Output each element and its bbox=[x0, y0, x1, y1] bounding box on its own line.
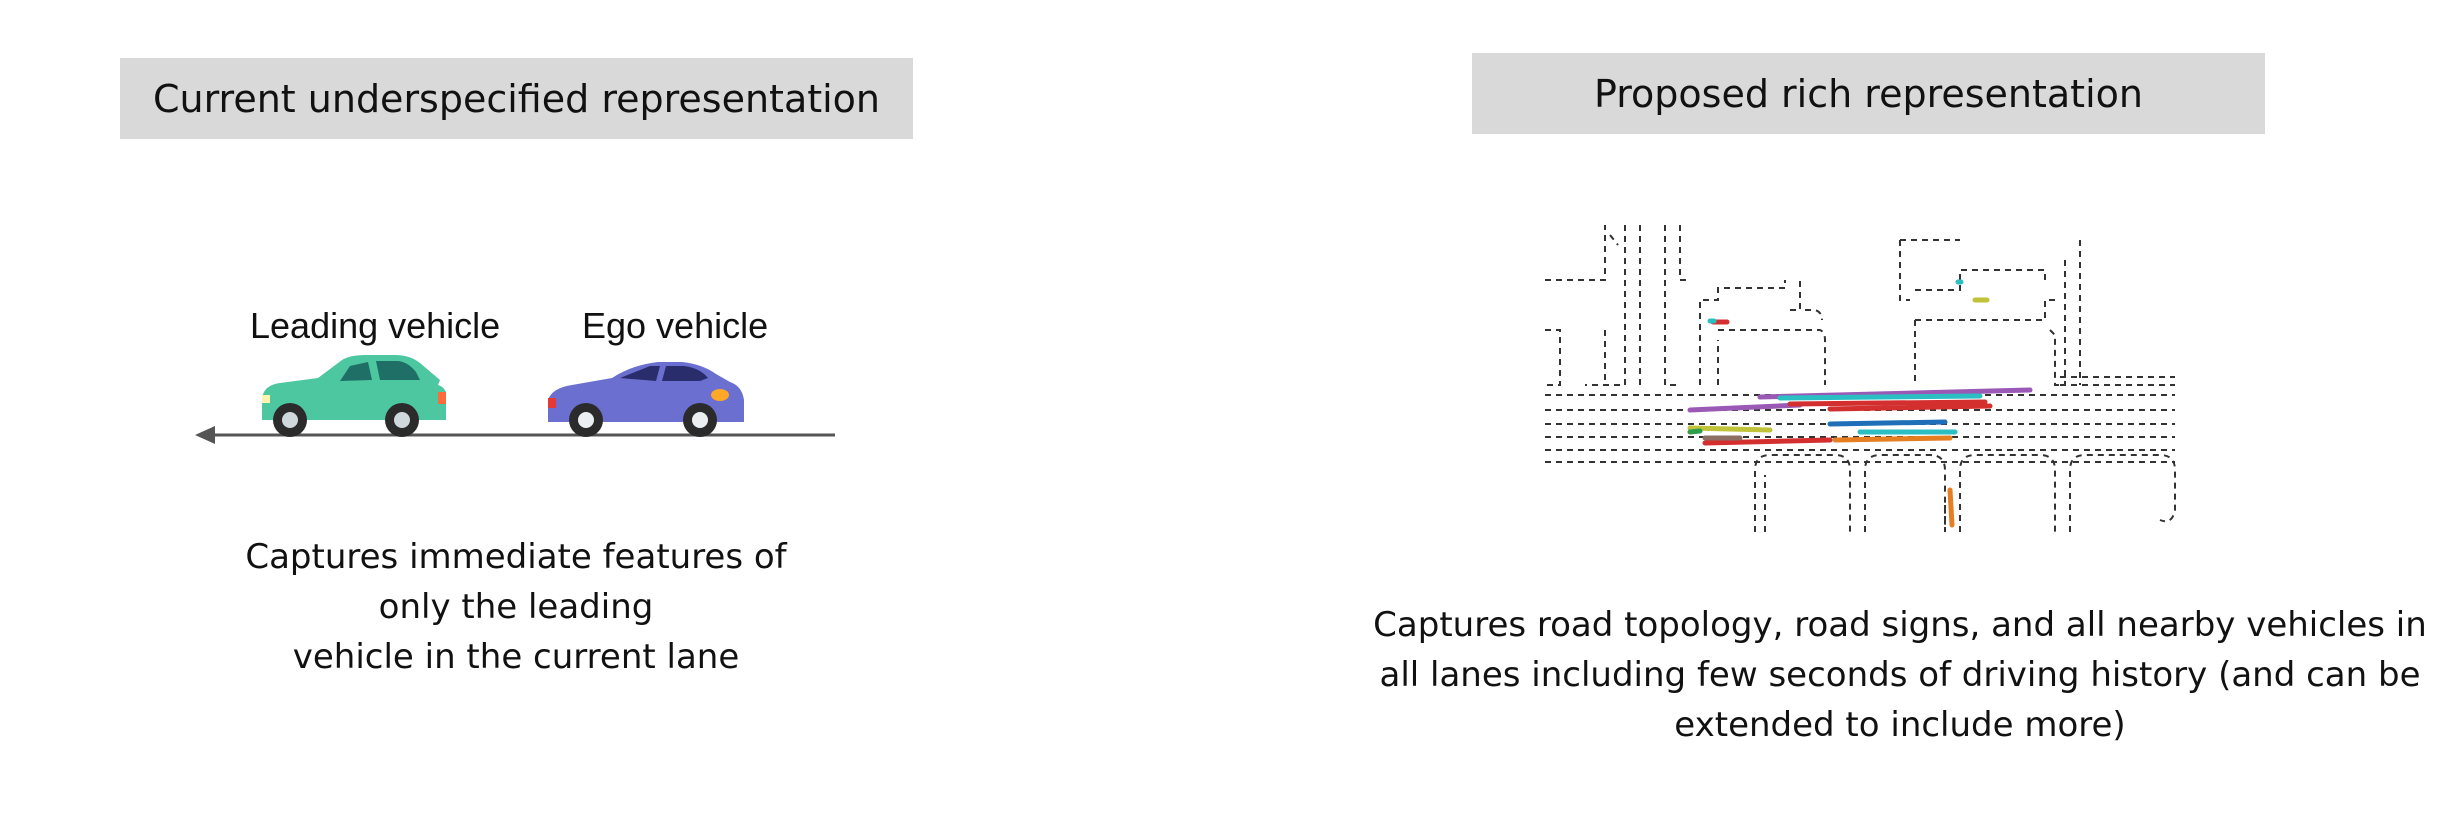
caption-line: Captures immediate features of bbox=[245, 537, 787, 577]
proposed-representation-caption: Captures road topology, road signs, and … bbox=[1370, 600, 2430, 750]
current-representation-caption: Captures immediate features of only the … bbox=[160, 532, 872, 682]
ego-vehicle-label: Ego vehicle bbox=[582, 305, 769, 346]
proposed-representation-header: Proposed rich representation bbox=[1472, 53, 2265, 134]
caption-line: all lanes including few seconds of drivi… bbox=[1379, 655, 2421, 695]
direction-arrow bbox=[195, 426, 835, 444]
caption-line: only the leading bbox=[378, 587, 654, 627]
leading-vehicle-label: Leading vehicle bbox=[250, 305, 501, 346]
vehicle-trajectories bbox=[1687, 279, 2033, 528]
leading-vehicle-car-icon bbox=[262, 355, 446, 437]
caption-line: extended to include more) bbox=[1674, 705, 2126, 745]
caption-line: vehicle in the current lane bbox=[292, 637, 740, 677]
road-boundaries bbox=[1545, 225, 2176, 532]
current-representation-header: Current underspecified representation bbox=[120, 58, 913, 139]
ego-vehicle-car-icon bbox=[548, 362, 744, 437]
caption-line: Captures road topology, road signs, and … bbox=[1373, 605, 2427, 645]
